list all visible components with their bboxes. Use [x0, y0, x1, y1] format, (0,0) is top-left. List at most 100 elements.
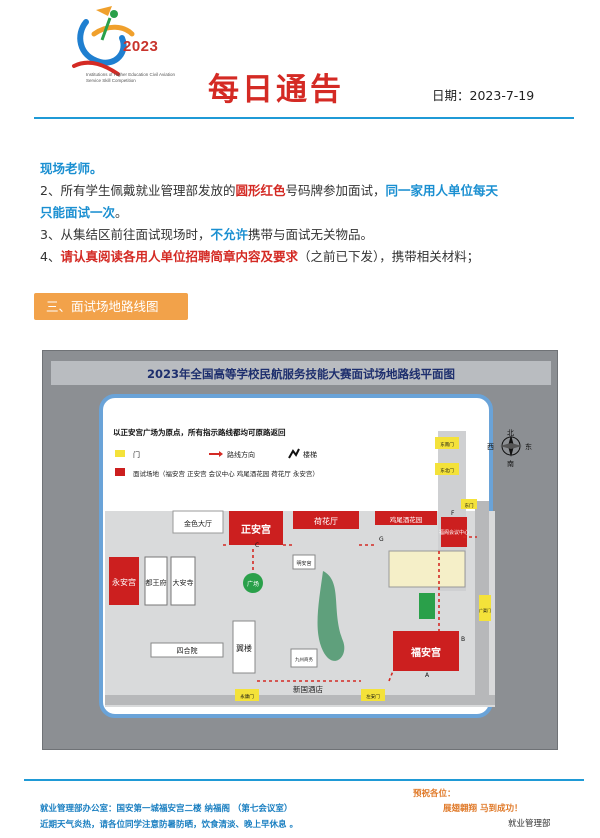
building-jinse	[172, 510, 224, 534]
venue-hehua	[293, 511, 359, 529]
map-title: 2023年全国高等学校民航服务技能大赛面试场地路线平面图	[147, 367, 455, 381]
map-title-bar	[51, 361, 551, 385]
logo-subtitle: Institutions of Higher Education Civil A…	[86, 72, 175, 83]
building-jiuzhou-label: 九州商务	[295, 656, 313, 663]
item2-red-highlight: 圆形红色	[235, 183, 286, 198]
footer-divider	[24, 779, 584, 781]
venue-jiwei-label: 鸡尾酒花园	[390, 515, 423, 524]
building-yilou-label: 翼楼	[236, 643, 252, 653]
compass-north: 北	[507, 429, 514, 437]
notice-item-2-cont: 只能面试一次。	[40, 202, 570, 224]
item2-prefix: 2、所有学生佩戴就业管理部发放的	[40, 183, 236, 198]
venue-jiwei	[375, 511, 437, 525]
legend-stairs-icon	[288, 448, 300, 459]
item4-red-highlight: 请认真阅读各用人单位招聘简章内容及要求	[60, 249, 298, 264]
building-duwang-label: 都王府	[146, 578, 167, 587]
item3-suffix: 携带与面试无关物品。	[247, 227, 373, 242]
gate-zuoan	[361, 689, 385, 701]
gate-yongkang	[235, 689, 259, 701]
gate-dong	[461, 499, 477, 509]
venue-zhengan	[229, 511, 283, 545]
gate-dongbei-label: 东北门	[440, 467, 454, 474]
section-heading: 三、面试场地路线图	[34, 293, 188, 320]
gate-dongbei	[435, 463, 459, 475]
date-label: 日期：	[432, 88, 470, 103]
footer-signature: 就业管理部	[508, 819, 551, 829]
item2-suffix: 。	[115, 205, 128, 220]
green-court	[419, 593, 435, 619]
venue-fuan-label: 福安宫	[410, 646, 441, 659]
item4-suffix: （之前已下发），携带相关材料；	[297, 249, 480, 264]
building-block-east	[388, 550, 466, 588]
building-yilou	[232, 620, 256, 674]
venue-yongan-label: 永安宫	[112, 577, 136, 587]
item2-middle: 号码牌参加面试，	[285, 183, 386, 198]
item2-blue-highlight-b: 只能面试一次	[40, 205, 116, 220]
route-map-svg: 2023年全国高等学校民航服务技能大赛面试场地路线平面图 以正安宫广场为原点，所…	[51, 361, 551, 718]
path-letter-a: A	[425, 672, 430, 679]
legend-venue-swatch	[115, 468, 125, 476]
notice-item-4: 4、请认真阅读各用人单位招聘简章内容及要求（之前已下发），携带相关材料；	[40, 246, 570, 268]
gate-dong-label: 东门	[465, 502, 474, 509]
venue-huiyi-label: 福阁会议中心	[439, 529, 469, 536]
notice-line-1: 现场老师。	[40, 161, 103, 176]
compass-west: 西	[487, 443, 494, 451]
page-title: 每日通告	[208, 72, 344, 108]
venue-route-map: 2023年全国高等学校民航服务技能大赛面试场地路线平面图 以正安宫广场为原点，所…	[42, 350, 558, 750]
path-letter-g: G	[379, 536, 384, 543]
gate-guangqu	[479, 595, 491, 621]
notice-item-2: 2、所有学生佩戴就业管理部发放的圆形红色号码牌参加面试，同一家用人单位每天	[40, 180, 570, 202]
notice-item-3: 3、从集结区前往面试现场时，不允许携带与面试无关物品。	[40, 224, 570, 246]
legend-route-arrowhead-icon	[219, 451, 223, 457]
venue-fuan	[393, 631, 459, 671]
notice-body: 现场老师。 2、所有学生佩戴就业管理部发放的圆形红色号码牌参加面试，同一家用人单…	[40, 158, 570, 268]
plaza-circle	[243, 573, 263, 593]
venue-yongan	[109, 557, 139, 605]
legend-venue-label: 面试场地（福安宫 正安宫 会议中心 鸡尾酒花园 荷花厅 永安宫）	[133, 469, 319, 478]
building-siheyuan-label: 四合院	[177, 646, 198, 655]
item2-blue-highlight-a: 同一家用人单位每天	[385, 183, 499, 198]
campus-ground	[105, 511, 495, 707]
path-letter-b: B	[461, 636, 465, 643]
venue-huiyi	[441, 517, 467, 547]
venue-zhengan-label: 正安宫	[241, 523, 271, 536]
map-note: 以正安宫广场为原点，所有指示路线都均可原路返回	[113, 427, 286, 437]
competition-logo-icon	[72, 6, 135, 76]
wish-line-1: 预祝各位：	[413, 789, 456, 799]
south-road	[105, 695, 495, 705]
compass-south: 南	[507, 459, 514, 468]
date-line: 日期：2023-7-19	[432, 85, 534, 104]
logo-year: 2023	[123, 38, 159, 55]
building-xinguo-label: 新国酒店	[293, 684, 323, 694]
wish-line-2: 展翅翱翔 马到成功！	[443, 804, 523, 814]
building-mingan-label: 明安宫	[296, 560, 311, 567]
gate-zuoan-label: 左安门	[366, 693, 380, 700]
compass-icon	[500, 435, 522, 457]
building-jinse-label: 金色大厅	[184, 519, 212, 528]
date-value: 2023-7-19	[469, 88, 535, 103]
lake	[317, 571, 345, 661]
plaza-label: 广场	[247, 580, 259, 588]
path-letter-f: F	[451, 510, 455, 517]
building-siheyuan	[150, 642, 224, 658]
header-divider	[34, 117, 574, 119]
building-jiuzhou	[290, 648, 318, 668]
gate-guangqu-label: 广渠门	[479, 607, 491, 613]
weather-tip: 近期天气炎热，请各位同学注意防暑防晒，饮食清淡、晚上早休息 。	[40, 820, 298, 830]
item4-prefix: 4、	[40, 249, 61, 264]
building-daan	[170, 556, 196, 606]
gate-yongkang-label: 永康门	[240, 693, 254, 700]
legend-stairs-label: 楼梯	[303, 450, 317, 459]
route-lines	[223, 536, 477, 682]
office-address: 就业管理部办公室：国安第一城福安宫二楼 纳福阁 （第七会议室）	[40, 804, 293, 814]
building-mingan	[292, 554, 316, 570]
building-duwang	[144, 556, 168, 606]
footer-wishes: 预祝各位： 展翅翱翔 马到成功！ 就业管理部	[413, 787, 551, 832]
gate-dongnan	[435, 437, 459, 449]
building-daan-label: 大安寺	[173, 578, 194, 587]
legend-gate-swatch	[115, 450, 125, 457]
legend-route-label: 路线方向	[227, 450, 255, 459]
item3-prefix: 3、从集结区前往面试现场时，	[40, 227, 211, 242]
gate-dongnan-label: 东南门	[440, 441, 454, 448]
item3-blue-highlight: 不允许	[210, 227, 248, 242]
